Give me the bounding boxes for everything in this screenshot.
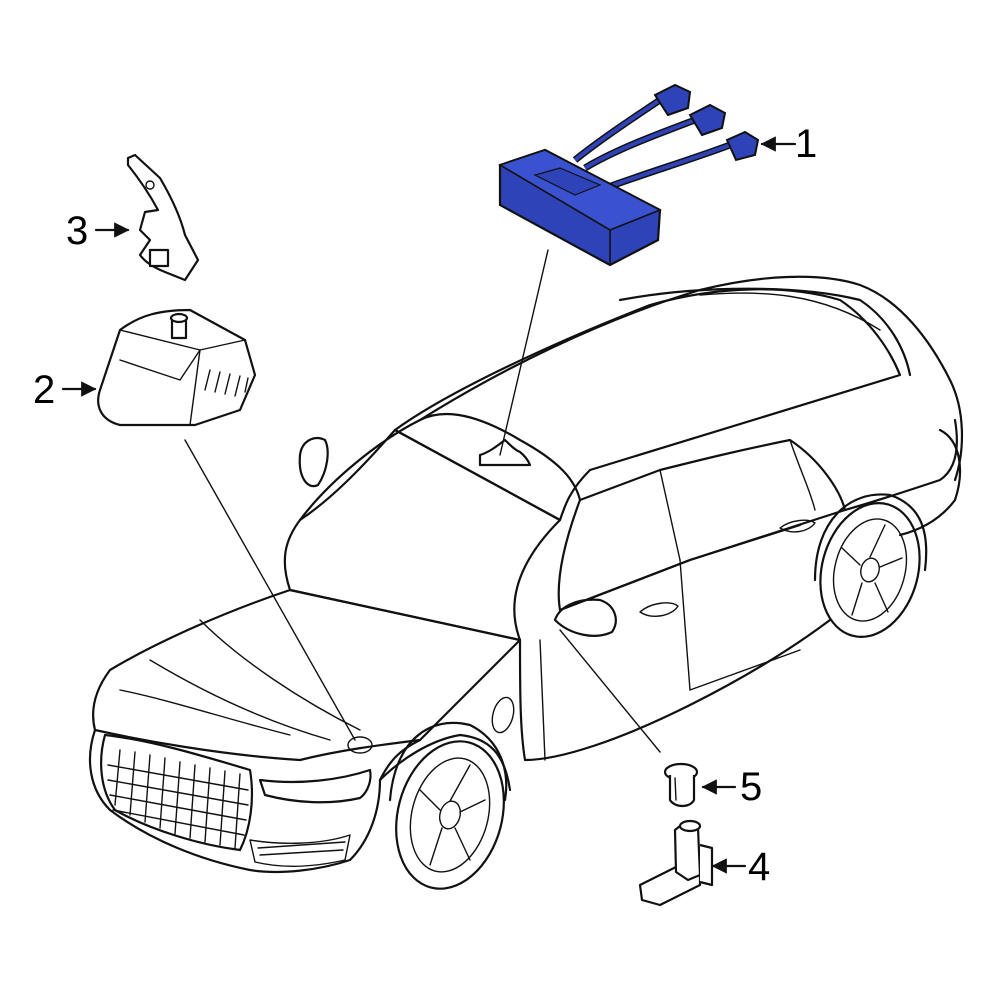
mounting-bracket-part[interactable] bbox=[126, 153, 200, 282]
callout-1: 1 bbox=[795, 122, 817, 166]
callout-3: 3 bbox=[66, 209, 88, 253]
callout-4: 4 bbox=[748, 845, 770, 889]
callout-2: 2 bbox=[33, 368, 55, 412]
callout-arrows bbox=[61, 136, 797, 874]
door-handle-sensor-part[interactable] bbox=[638, 819, 714, 907]
grommet-part[interactable] bbox=[663, 762, 699, 808]
car-outline bbox=[88, 275, 964, 890]
horn-unit-part[interactable] bbox=[97, 308, 257, 427]
leader-lines bbox=[184, 249, 661, 753]
antenna-module-part[interactable] bbox=[498, 83, 760, 267]
callout-5: 5 bbox=[740, 765, 762, 809]
